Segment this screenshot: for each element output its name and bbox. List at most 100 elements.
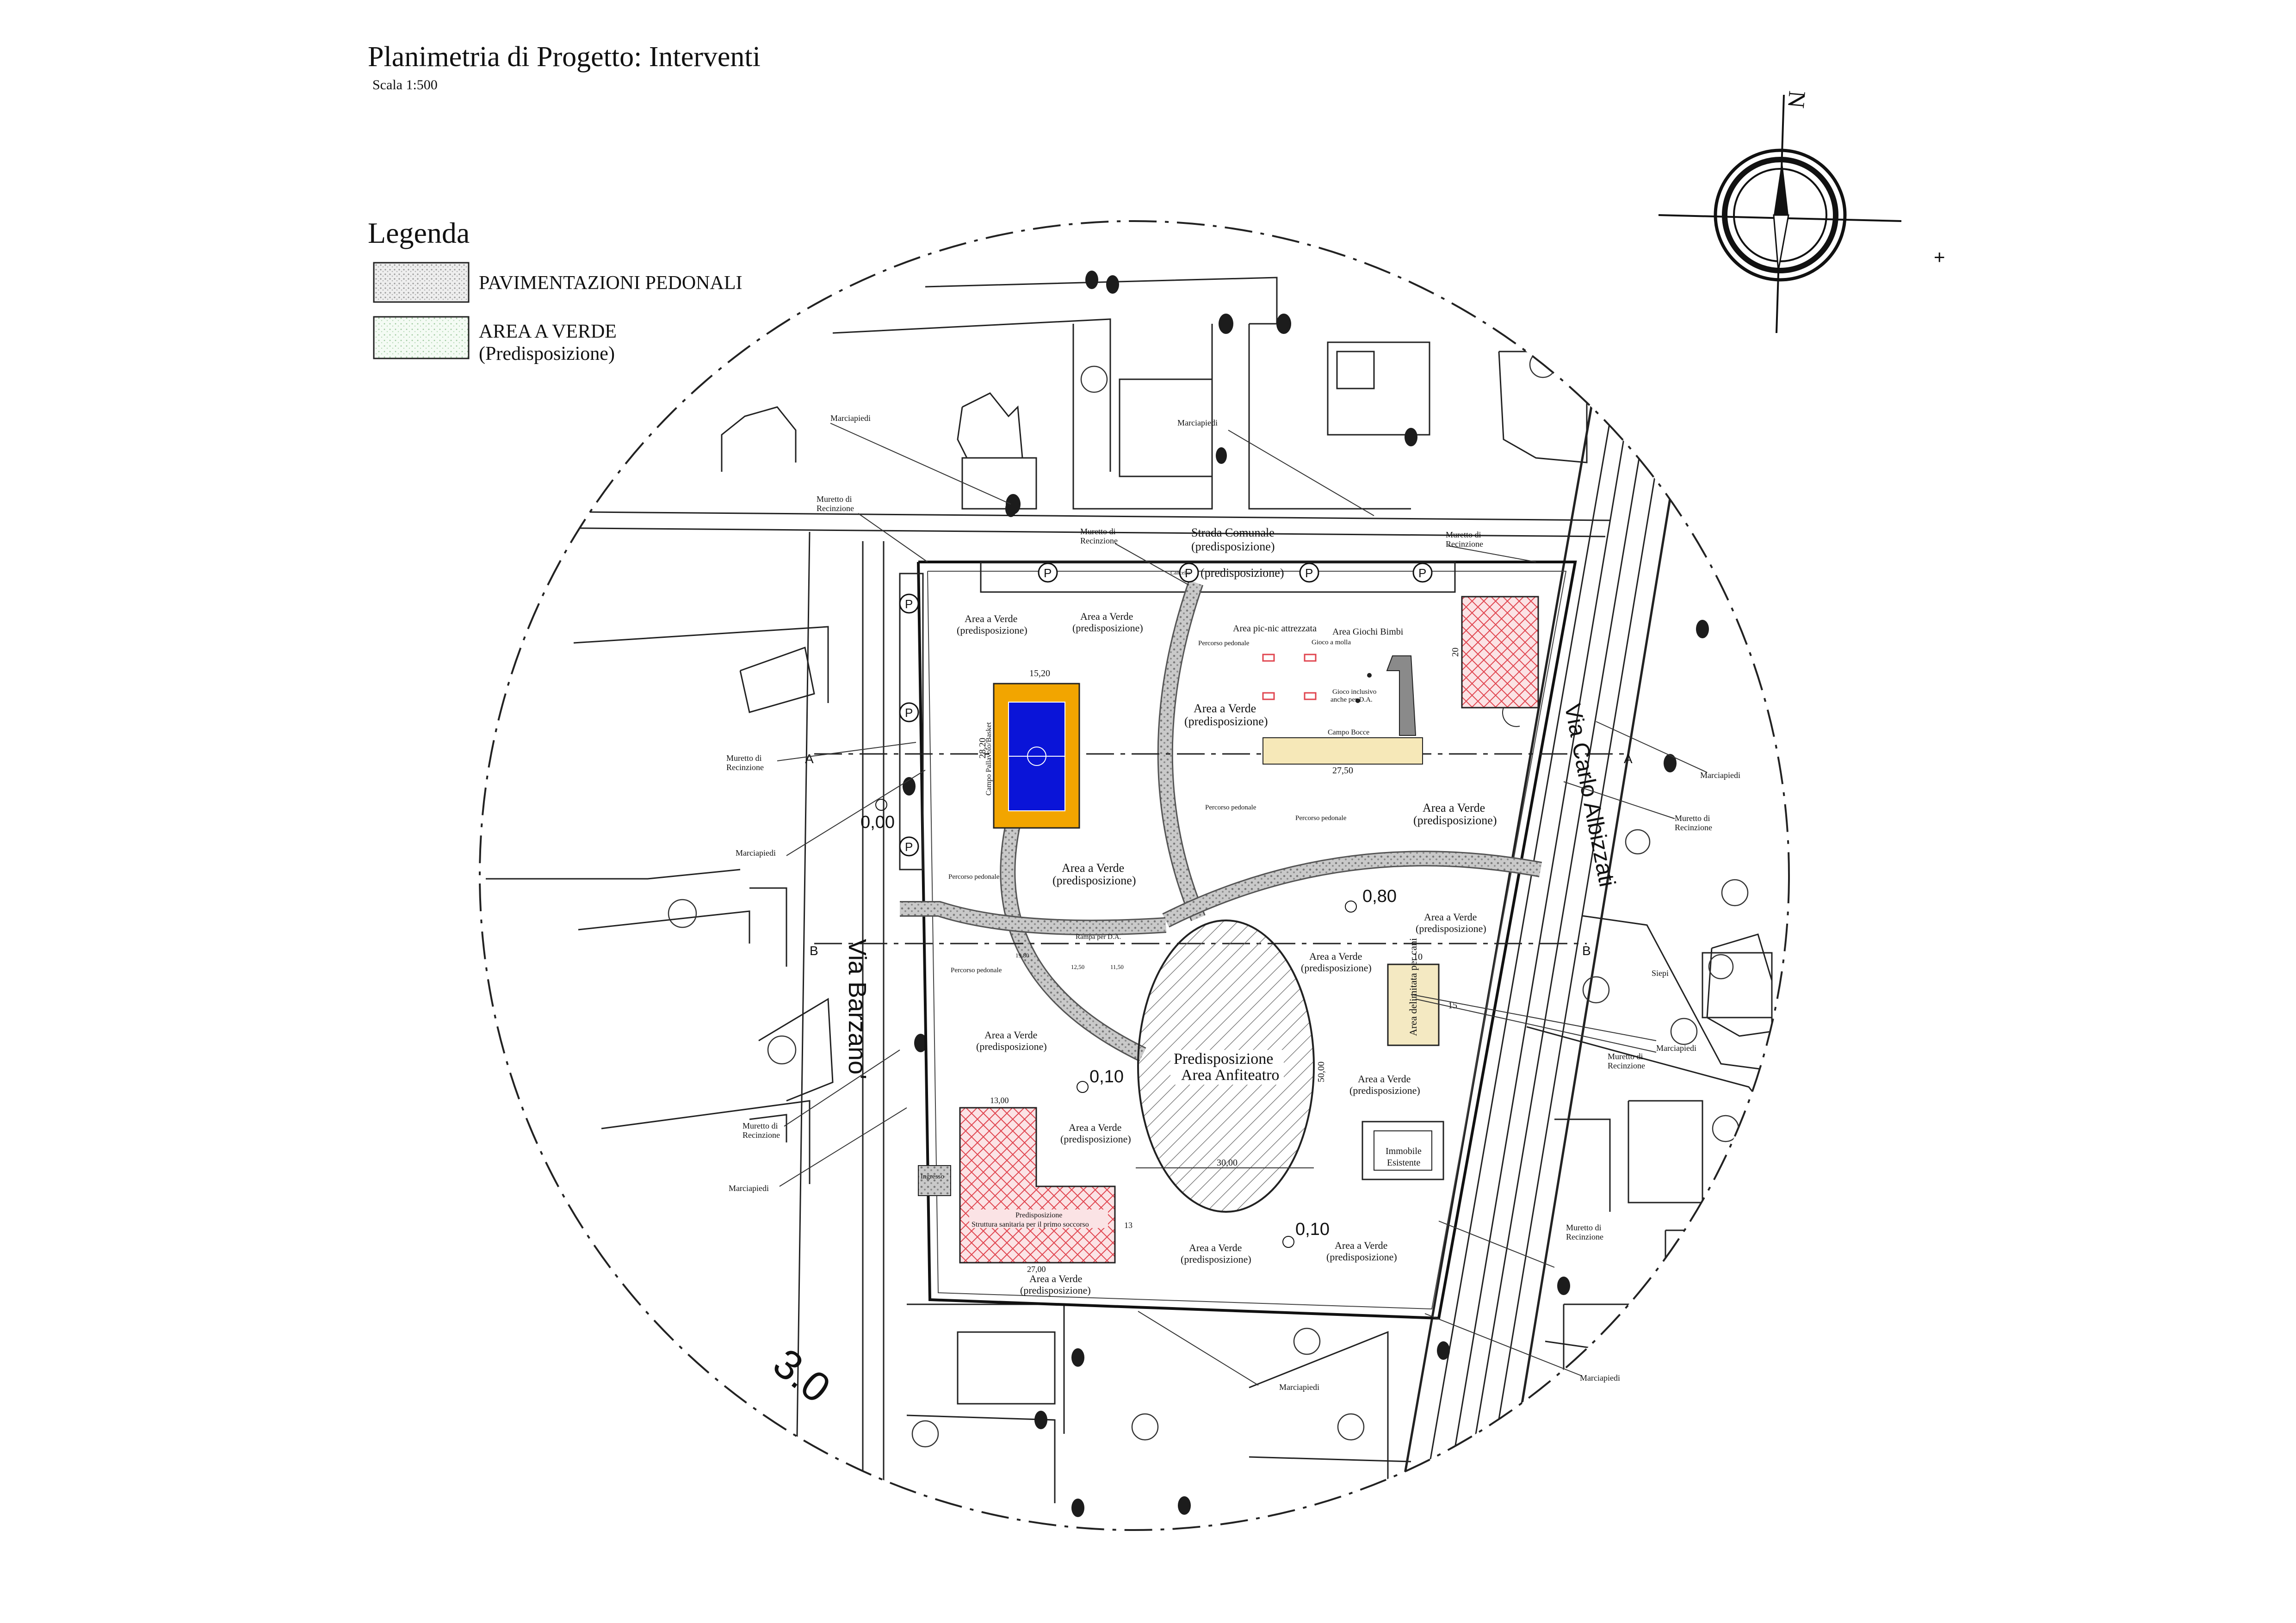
leader-16 xyxy=(1424,1313,1583,1376)
verde-2b: (predisposizione) xyxy=(1072,622,1143,634)
leader-6 xyxy=(777,742,916,761)
bldg-n3b xyxy=(1336,351,1375,389)
tree-outline-11 xyxy=(1293,1327,1321,1355)
parking-strip-top xyxy=(980,561,1456,593)
giochi-label: Area Giochi Bimbi xyxy=(1332,627,1404,637)
road-edge-4 xyxy=(1456,300,1666,1530)
pedestrian-paths xyxy=(900,580,1542,1062)
park-boundary-inner xyxy=(927,571,1567,1310)
ann-marciapiedi-5: Marciapiedi xyxy=(1656,1043,1696,1053)
legend-title: Legenda xyxy=(368,216,470,249)
verde-11: Area a Verde xyxy=(1189,1242,1242,1253)
strada-comunale-2: (predisposizione) xyxy=(1191,540,1275,553)
tree-dark-10 xyxy=(1807,934,1820,953)
path-east-arc-fill xyxy=(1163,852,1542,926)
tree-outline-18 xyxy=(1708,954,1734,980)
bldg-e5 xyxy=(1563,1303,1629,1398)
leader-11 xyxy=(779,1107,907,1187)
tree-outline-1 xyxy=(1080,365,1108,393)
tree-dark-12 xyxy=(1779,1216,1789,1235)
verde-12: Area a Verde xyxy=(1335,1240,1387,1251)
leader-8 xyxy=(1596,721,1708,773)
bldg-s1 xyxy=(957,1331,1056,1405)
picnic-table-3 xyxy=(1262,692,1275,700)
tree-dark-22 xyxy=(1005,500,1016,517)
ann-marciapiedi-8: Marciapiedi xyxy=(1580,1373,1620,1382)
tree-outline-9 xyxy=(1584,1401,1612,1429)
parking-signs: P P P P P P P xyxy=(899,562,1433,857)
tree-dark-17 xyxy=(1321,1506,1334,1524)
verde-10: Area a Verde xyxy=(1069,1122,1121,1133)
verde-11b: (predisposizione) xyxy=(1181,1253,1251,1265)
verde-2: Area a Verde xyxy=(1080,611,1133,622)
lot-w1 xyxy=(573,626,829,703)
bldg-n1 xyxy=(957,392,1023,459)
leader-9 xyxy=(1563,781,1675,819)
bldg-e4 xyxy=(1665,1229,1722,1314)
ann-siepi: Siepi xyxy=(1652,969,1669,978)
path-north-arc-fill xyxy=(1158,580,1204,921)
verde-1b: (predisposizione) xyxy=(957,624,1027,636)
parking-sign-6 xyxy=(899,702,919,722)
tree-outline-8 xyxy=(1337,1413,1365,1441)
legend-label-green-2: (Predisposizione) xyxy=(479,343,615,364)
verde-5b: (predisposizione) xyxy=(1052,874,1136,887)
leader-1 xyxy=(830,423,1011,505)
basket-label: Campo Pallavolo/Basket xyxy=(985,722,993,796)
ann-muretto-4b: Recinzione xyxy=(726,763,764,772)
parking-sign-5 xyxy=(899,593,919,614)
verde-4: Area a Verde xyxy=(1423,801,1485,815)
leader-5 xyxy=(1448,545,1536,562)
lot-s2 xyxy=(906,1414,1056,1503)
bldg-n5 xyxy=(961,457,1037,510)
parking-sign-3-label: P xyxy=(1305,566,1313,580)
north-ring-mid xyxy=(1722,157,1838,273)
leader-2 xyxy=(858,513,928,562)
verde-9b: (predisposizione) xyxy=(1349,1085,1420,1096)
verde-13: Area a Verde xyxy=(1029,1273,1082,1284)
picnic-tables xyxy=(1262,654,1317,700)
dim-d2: 12,50 xyxy=(1071,963,1084,970)
verde-7b: (predisposizione) xyxy=(1301,962,1372,974)
north-needle-s xyxy=(1773,214,1789,271)
ann-muretto-5b: Recinzione xyxy=(1675,823,1712,832)
verde-13b: (predisposizione) xyxy=(1020,1284,1091,1296)
lot-w2 xyxy=(578,910,750,944)
gioco-incl-label-2: anche per D.A. xyxy=(1331,696,1373,704)
tree-dark-19 xyxy=(1557,1277,1570,1295)
legend-swatch-green xyxy=(373,316,470,359)
lot-s4 xyxy=(1249,1456,1411,1463)
play-structure xyxy=(1386,655,1417,736)
section-a-left: A xyxy=(805,752,814,766)
picnic-table-2 xyxy=(1304,654,1317,662)
lot-s3 xyxy=(1249,1331,1389,1480)
amphitheatre-dim-h: 50,00 xyxy=(1316,1061,1326,1082)
existing-building-label-1: Immobile xyxy=(1386,1146,1422,1156)
tree-dark-13 xyxy=(1071,1348,1084,1367)
elev-4: 0,10 xyxy=(1295,1220,1330,1239)
verde-12b: (predisposizione) xyxy=(1326,1251,1397,1263)
ann-marciapiedi-1: Marciapiedi xyxy=(830,413,871,423)
tree-dark-4 xyxy=(1276,314,1291,334)
green-area-labels: Area a Verde (predisposizione) Area a Ve… xyxy=(957,611,1497,1296)
leader-14 xyxy=(1411,994,1657,1041)
elev-marker-3 xyxy=(1077,1081,1089,1093)
entrance-label: Ingresso xyxy=(921,1173,944,1180)
path-west-arc-fill xyxy=(1001,822,1146,1061)
spring-toy xyxy=(1367,673,1372,678)
parking-strip-west xyxy=(899,573,924,870)
north-street-1 xyxy=(480,510,1610,521)
road-edge-3 xyxy=(1438,300,1648,1530)
plan-title: Planimetria di Progetto: Interventi xyxy=(368,41,761,73)
inclusive-toy xyxy=(1355,698,1360,703)
verde-1: Area a Verde xyxy=(965,613,1017,624)
verde-3: Area a Verde xyxy=(1194,702,1256,715)
plan-scale: Scala 1:500 xyxy=(372,77,438,93)
sanitary-dim-h: 13 xyxy=(1124,1221,1133,1230)
sanitary-label-1: Predisposizione xyxy=(1015,1211,1062,1219)
tree-dark-6 xyxy=(1405,428,1417,446)
tree-outline-13 xyxy=(1670,1018,1698,1045)
tree-dark-2 xyxy=(1106,275,1119,294)
bocce-court xyxy=(1262,737,1423,765)
tree-outline-15 xyxy=(1582,976,1610,1004)
